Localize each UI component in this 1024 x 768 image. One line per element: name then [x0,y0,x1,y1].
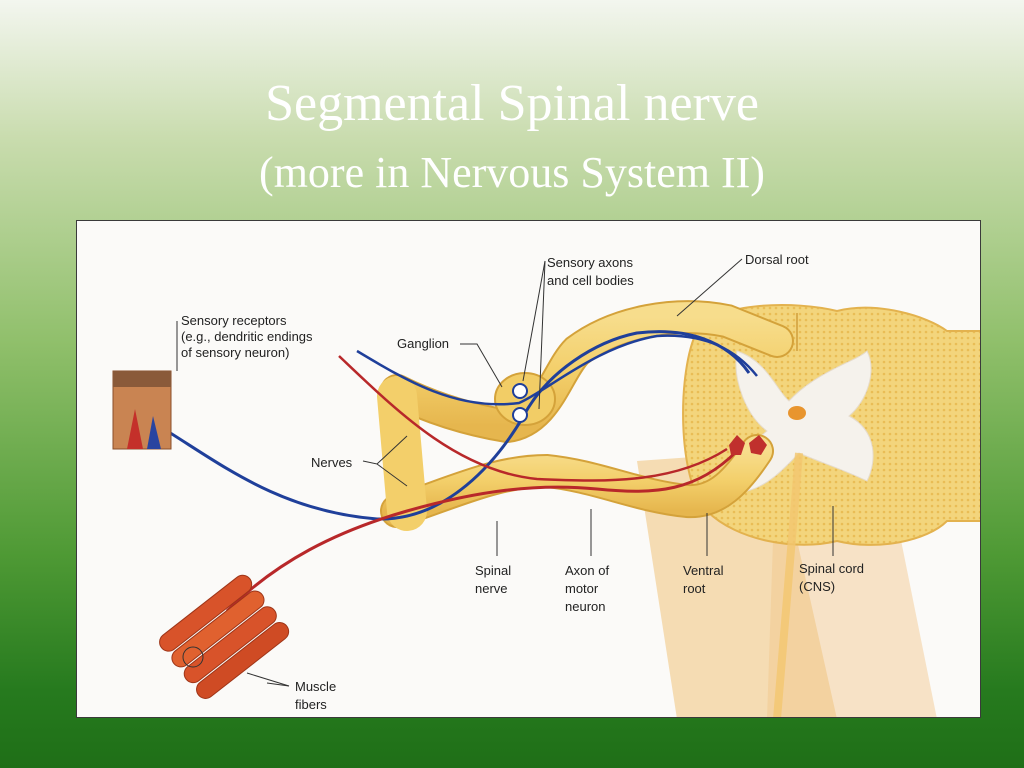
motor-neuron-cell-body-2 [749,435,767,455]
sensory-axon-inner [356,334,758,406]
label-axon-motor: Axon of motor neuron [565,563,613,614]
motor-axon [225,449,739,613]
slide-subtitle: (more in Nervous System II) [259,148,765,197]
label-spinal-nerve: Spinal nerve [475,563,515,596]
spinal-nerve-diagram: Sensory receptors (e.g., dendritic endin… [76,220,981,718]
label-spinal-cord: Spinal cord (CNS) [799,561,868,594]
label-dorsal-root: Dorsal root [745,252,809,267]
sensory-cell-body-2 [512,407,528,423]
label-nerves: Nerves [311,455,353,470]
label-ganglion: Ganglion [397,336,449,351]
muscle-fibers [159,574,290,699]
slide-title: Segmental Spinal nerve [265,75,759,132]
sensory-axon [158,330,751,521]
sensory-cell-body-1 [512,383,528,399]
leader-lines [176,258,834,687]
motor-neuron-cell-body-1 [729,435,745,455]
spinal-cord [682,304,980,717]
motor-axon-inner [338,355,728,482]
label-ventral-root: Ventral root [683,563,727,596]
ventral-fissure [773,452,803,717]
central-canal [788,406,806,420]
skin-block [112,370,172,450]
label-sensory-axons: Sensory axons and cell bodies [547,255,637,288]
diagram-canvas: Sensory receptors (e.g., dendritic endin… [112,252,980,717]
label-muscle-fibers: Muscle fibers [295,679,340,712]
label-sensory-receptors: Sensory receptors (e.g., dendritic endin… [181,313,316,360]
